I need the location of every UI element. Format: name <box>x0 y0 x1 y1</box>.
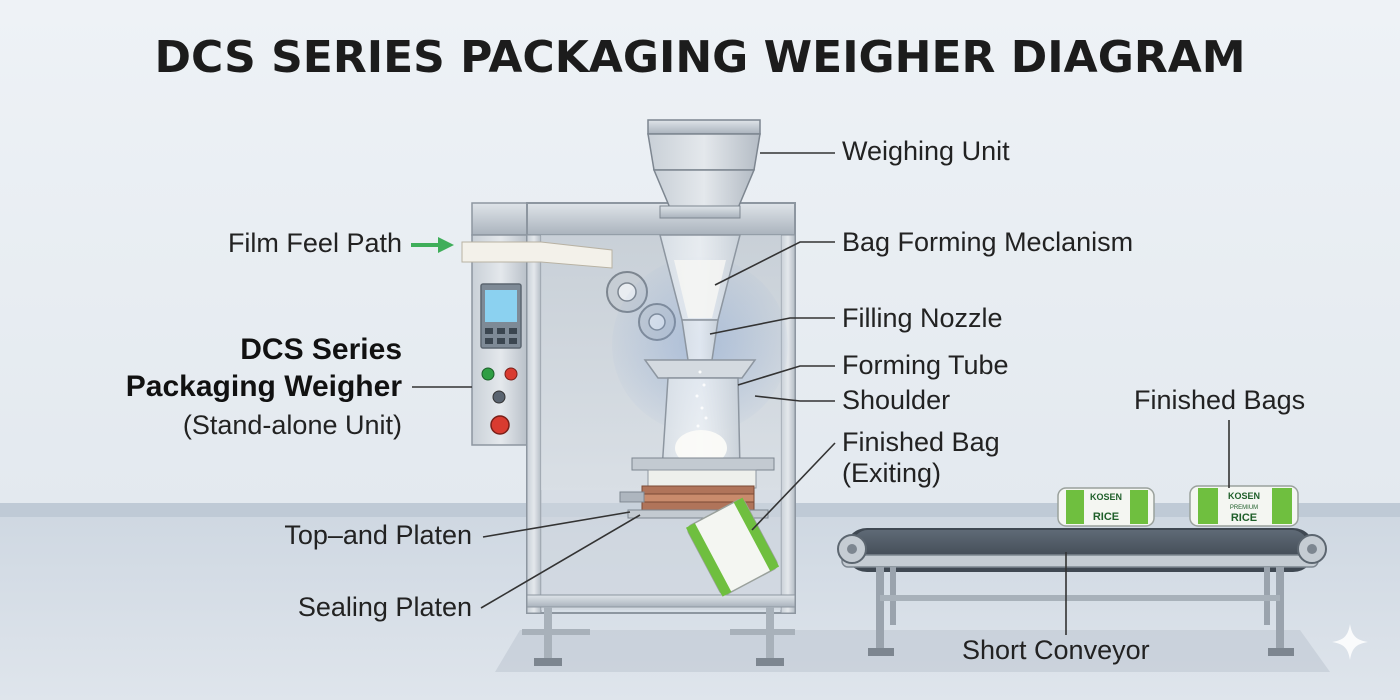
conveyor <box>837 528 1327 656</box>
emergency-stop <box>490 415 510 435</box>
sparkle-icon <box>1332 624 1368 660</box>
label-film-feed-path: Film Feel Path <box>227 228 402 258</box>
page-title: DCS SERIES PACKAGING WEIGHER DIAGRAM <box>154 32 1246 83</box>
leader-finished-bag <box>751 442 836 531</box>
leader-top-platen <box>482 511 631 538</box>
bag-product-1: RICE <box>1093 511 1119 523</box>
panel-screen <box>485 290 517 322</box>
label-filling-nozzle: Filling Nozzle <box>842 303 1003 333</box>
label-bag-forming: Bag Forming Meclanism <box>842 227 1134 257</box>
exiting-bag <box>685 497 780 597</box>
label-weighing-unit: Weighing Unit <box>842 136 1010 166</box>
leader-bag-forming <box>714 241 835 286</box>
label-sealing-platen: Sealing Platen <box>297 592 472 622</box>
leader-lines <box>412 152 1230 635</box>
top-platen <box>641 485 755 495</box>
label-shoulder: Shoulder <box>842 385 951 415</box>
floor-shadow <box>495 630 1330 672</box>
finished-bag-1 <box>1057 487 1155 527</box>
selector-knob <box>492 390 506 404</box>
bag-brand-1: KOSEN <box>1090 492 1122 502</box>
film-web <box>461 241 613 269</box>
finished-bag-2 <box>1189 485 1299 527</box>
machine-body <box>461 202 796 666</box>
label-machine-name-1: DCS Series <box>240 333 402 366</box>
bag-brand-2: KOSEN <box>1228 491 1260 501</box>
label-short-conveyor: Short Conveyor <box>962 635 1150 665</box>
leader-forming-tube <box>737 365 835 386</box>
leader-sealing-platen <box>480 514 641 609</box>
platen-frame <box>631 457 775 471</box>
bag-tagline-2: PREMIUM <box>1230 505 1258 511</box>
leader-shoulder <box>754 395 835 402</box>
label-forming-tube: Forming Tube <box>842 350 1009 380</box>
forming-shoulder <box>643 359 757 379</box>
label-finished-bag-sub: (Exiting) <box>842 458 942 488</box>
bag-product-2: RICE <box>1231 512 1257 524</box>
control-panel-details <box>480 283 522 435</box>
label-top-platen: Top–and Platen <box>284 520 472 550</box>
label-machine-name-3: (Stand-alone Unit) <box>182 410 402 440</box>
green-button <box>481 367 495 381</box>
red-button-small <box>504 367 518 381</box>
filling-nozzle <box>681 319 719 361</box>
label-finished-bag: Finished Bag <box>842 427 1000 457</box>
leader-filling-nozzle <box>709 317 835 335</box>
label-finished-bags: Finished Bags <box>1134 385 1306 415</box>
weighing-unit <box>647 119 761 219</box>
right-arrow-icon <box>411 237 454 253</box>
label-machine-name-2: Packaging Weigher <box>125 370 402 403</box>
